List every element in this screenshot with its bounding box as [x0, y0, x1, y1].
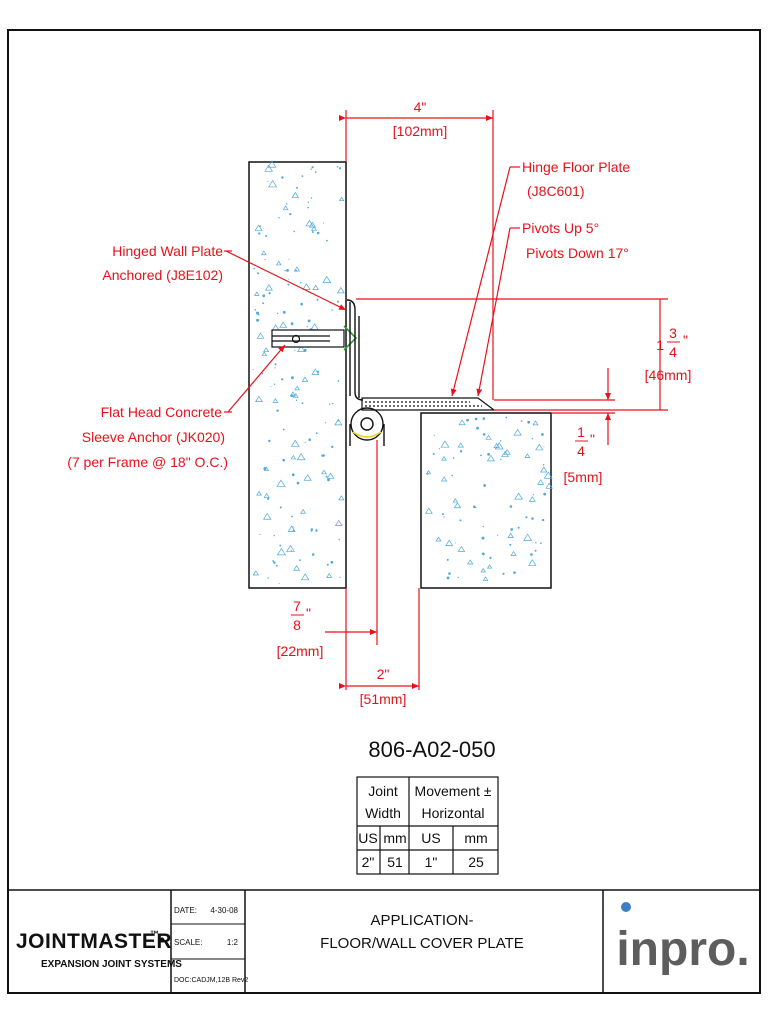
table-cell-joint-us: 2"	[362, 854, 375, 870]
drawing-title: APPLICATION- FLOOR/WALL COVER PLATE	[320, 912, 524, 952]
hinged-wall-plate	[346, 299, 385, 446]
callout-hinge-floor-plate-line2: (J8C601)	[527, 183, 585, 199]
table-header-movement-2: Horizontal	[421, 805, 484, 821]
title-block-meta: DATE: 4-30-08 SCALE: 1:2 DOC:CADJM,12B R…	[174, 906, 248, 984]
date-value: 4-30-08	[210, 906, 238, 915]
dim-bottom-width-mm: [51mm]	[360, 691, 407, 707]
date-label: DATE:	[174, 906, 197, 915]
callout-anchor-line2: Sleeve Anchor (JK020)	[82, 429, 225, 445]
dim-height-unit: "	[683, 332, 688, 348]
drawing-title-line2: FLOOR/WALL COVER PLATE	[320, 935, 524, 952]
dim-height-den: 4	[669, 344, 677, 360]
table-unit-us-2: US	[421, 830, 440, 846]
brand-logo: JOINTMASTER ™ EXPANSION JOINT SYSTEMS	[16, 929, 182, 970]
dim-bottom-width: 2" [51mm]	[360, 666, 407, 707]
title-block	[8, 889, 760, 993]
dim-offset-den: 8	[293, 617, 301, 633]
table-header-movement-1: Movement ±	[415, 783, 492, 799]
dim-offset-num: 7	[293, 598, 301, 614]
callout-anchor: Flat Head Concrete Sleeve Anchor (JK020)…	[67, 404, 232, 470]
doc-value: DOC:CADJM,12B Rev2	[174, 977, 248, 984]
brand-name: JOINTMASTER	[16, 930, 172, 953]
dim-offset-unit: "	[306, 605, 311, 621]
table-unit-us-1: US	[358, 830, 377, 846]
sheet-border	[7, 29, 761, 994]
dim-height-whole: 1	[656, 337, 664, 353]
callout-hinged-wall-plate-line1: Hinged Wall Plate	[112, 243, 223, 259]
dim-gap-den: 4	[577, 443, 585, 459]
drawing-title-line1: APPLICATION-	[370, 912, 473, 929]
callout-hinged-wall-plate: Hinged Wall Plate Anchored (J8E102)	[102, 243, 232, 283]
callout-hinge-floor-plate-line1: Hinge Floor Plate	[522, 159, 630, 175]
callout-hinge-floor-plate: Hinge Floor Plate (J8C601)	[510, 159, 630, 199]
callout-anchor-line3: (7 per Frame @ 18" O.C.)	[67, 454, 228, 470]
dim-offset: 7 8 " [22mm]	[277, 598, 324, 659]
callout-hinged-wall-plate-line2: Anchored (J8E102)	[102, 267, 223, 283]
dim-gap-mm: [5mm]	[564, 469, 603, 485]
hinge-floor-plate	[361, 397, 496, 411]
dim-top-width-mm: [102mm]	[393, 123, 447, 139]
scale-label: SCALE:	[174, 938, 202, 947]
table-unit-mm-1: mm	[383, 830, 406, 846]
dim-top-width: 4" [102mm]	[393, 99, 447, 139]
dim-gap-unit: "	[590, 431, 595, 447]
inpro-dot-icon	[621, 902, 631, 912]
inpro-wordmark: inpro.	[616, 923, 749, 976]
table-cell-move-mm: 25	[468, 854, 484, 870]
table-unit-mm-2: mm	[464, 830, 487, 846]
callout-pivots-line2: Pivots Down 17°	[526, 245, 629, 261]
dim-offset-mm: [22mm]	[277, 643, 324, 659]
dim-gap: 1 4 " [5mm]	[564, 424, 603, 485]
callout-pivots-line1: Pivots Up 5°	[522, 220, 599, 236]
dim-bottom-width-in: 2"	[377, 666, 390, 682]
part-number: 806-A02-050	[368, 737, 495, 762]
floor-slab	[420, 412, 553, 589]
dim-height: 1 3 4 " [46mm]	[645, 325, 692, 383]
inpro-logo: inpro.	[616, 902, 750, 976]
table-cell-move-us: 1"	[425, 854, 438, 870]
dim-gap-num: 1	[577, 424, 585, 440]
brand-mark: ™	[150, 929, 159, 939]
scale-value: 1:2	[227, 938, 239, 947]
callout-pivots: Pivots Up 5° Pivots Down 17°	[510, 220, 629, 261]
movement-table	[356, 776, 499, 875]
sleeve-anchor	[271, 325, 358, 351]
dim-height-num: 3	[669, 325, 677, 341]
dim-height-mm: [46mm]	[645, 367, 692, 383]
dimension-lines	[225, 110, 668, 690]
table-text: Joint Width Movement ± Horizontal US mm …	[358, 783, 492, 870]
wall-slab	[248, 160, 347, 589]
table-header-joint-2: Width	[365, 805, 401, 821]
table-cell-joint-mm: 51	[387, 854, 403, 870]
table-header-joint-1: Joint	[368, 783, 398, 799]
brand-subtitle: EXPANSION JOINT SYSTEMS	[41, 959, 182, 970]
dim-top-width-in: 4"	[414, 99, 427, 115]
callout-anchor-line1: Flat Head Concrete	[101, 404, 223, 420]
